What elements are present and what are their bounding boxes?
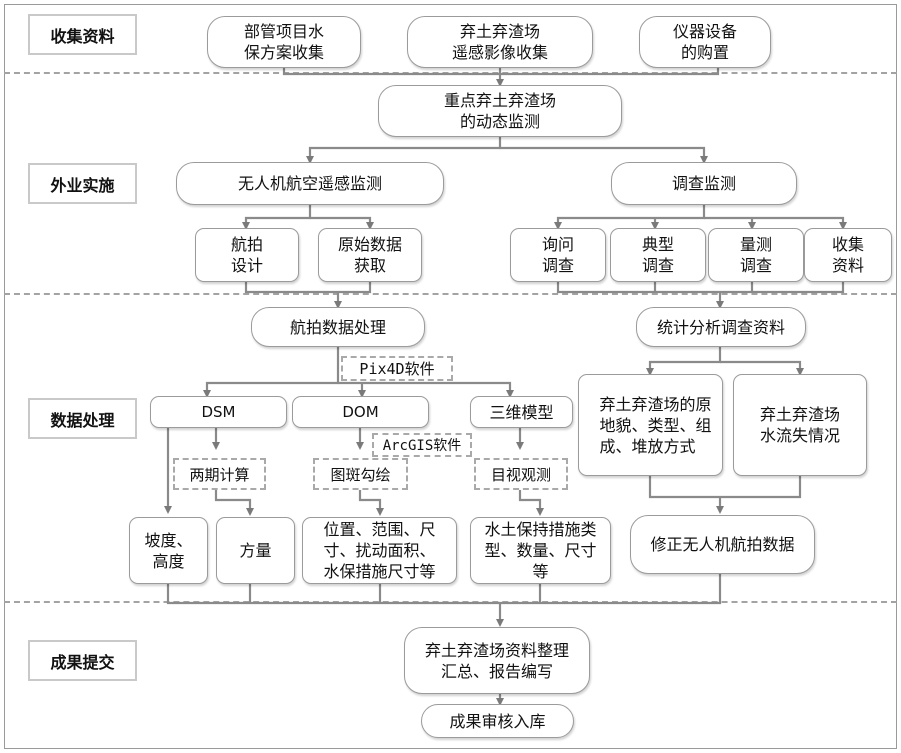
arcgis-software-label: ArcGIS软件 bbox=[372, 433, 472, 457]
dom-node: DOM bbox=[292, 396, 429, 428]
typical-survey-node: 典型 调查 bbox=[610, 228, 706, 282]
visual-observation-label: 目视观测 bbox=[474, 458, 568, 490]
slope-height-node: 坡度、 高度 bbox=[129, 517, 208, 584]
stage-field-label: 外业实施 bbox=[28, 163, 137, 204]
aerial-processing-node: 航拍数据处理 bbox=[251, 307, 425, 347]
volume-node: 方量 bbox=[216, 517, 295, 584]
soil-loss-node: 弃土弃渣场 水流失情况 bbox=[733, 374, 867, 476]
remote-sensing-collection-node: 弃土弃渣场 遥感影像收集 bbox=[407, 16, 593, 68]
stage-collect-label: 收集资料 bbox=[28, 14, 137, 55]
dsm-node: DSM bbox=[150, 396, 287, 428]
instrument-purchase-node: 仪器设备 的购置 bbox=[639, 16, 771, 68]
dynamic-monitoring-node: 重点弃土弃渣场 的动态监测 bbox=[378, 85, 622, 137]
measurement-survey-node: 量测 调查 bbox=[708, 228, 804, 282]
3d-model-node: 三维模型 bbox=[470, 396, 573, 428]
statistical-analysis-node: 统计分析调查资料 bbox=[636, 307, 806, 347]
archive-review-node: 成果审核入库 bbox=[421, 704, 574, 738]
patch-delineation-label: 图斑勾绘 bbox=[313, 458, 408, 490]
stage-divider bbox=[4, 293, 897, 295]
stage-process-label: 数据处理 bbox=[28, 398, 137, 439]
two-period-calc-label: 两期计算 bbox=[173, 458, 266, 490]
diagram-frame bbox=[4, 4, 897, 749]
plan-collection-node: 部管项目水 保方案收集 bbox=[207, 16, 361, 68]
flight-design-node: 航拍 设计 bbox=[195, 228, 299, 282]
stage-result-label: 成果提交 bbox=[28, 640, 137, 681]
raw-data-node: 原始数据 获取 bbox=[318, 228, 422, 282]
compile-report-node: 弃土弃渣场资料整理 汇总、报告编写 bbox=[404, 627, 590, 694]
pix4d-software-label: Pix4D软件 bbox=[341, 356, 453, 381]
survey-monitoring-node: 调查监测 bbox=[611, 162, 797, 205]
gather-data-node: 收集 资料 bbox=[804, 228, 892, 282]
correct-uav-data-node: 修正无人机航拍数据 bbox=[630, 515, 815, 574]
inquiry-survey-node: 询问 调查 bbox=[510, 228, 606, 282]
landform-composition-node: 弃土弃渣场的原 地貌、类型、组 成、堆放方式 bbox=[578, 374, 723, 476]
position-range-node: 位置、范围、尺 寸、扰动面积、 水保措施尺寸等 bbox=[302, 517, 457, 584]
uav-monitoring-node: 无人机航空遥感监测 bbox=[176, 162, 444, 205]
conservation-measures-node: 水土保持措施类 型、数量、尺寸 等 bbox=[470, 517, 611, 584]
